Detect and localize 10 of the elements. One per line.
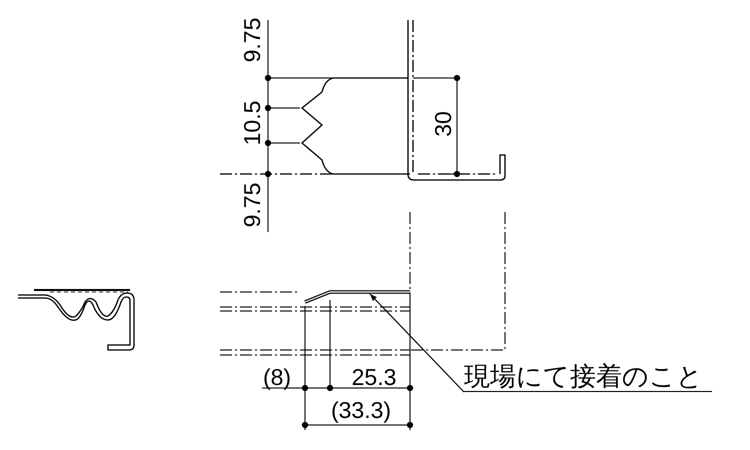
- dimension-value: 10.5: [240, 100, 264, 146]
- adhesive-strip: [303, 289, 412, 305]
- dimension-value: 9.75: [240, 182, 264, 228]
- dimension-value: 25.3: [352, 365, 396, 389]
- note-text: 現場にて接着のこと: [464, 361, 712, 392]
- leader-line: [370, 294, 464, 392]
- dimension-value: 30: [431, 111, 455, 137]
- dimension-value: (33.3): [330, 398, 392, 422]
- dimension-value: (8): [262, 365, 292, 389]
- dimension-value: 9.75: [240, 18, 264, 62]
